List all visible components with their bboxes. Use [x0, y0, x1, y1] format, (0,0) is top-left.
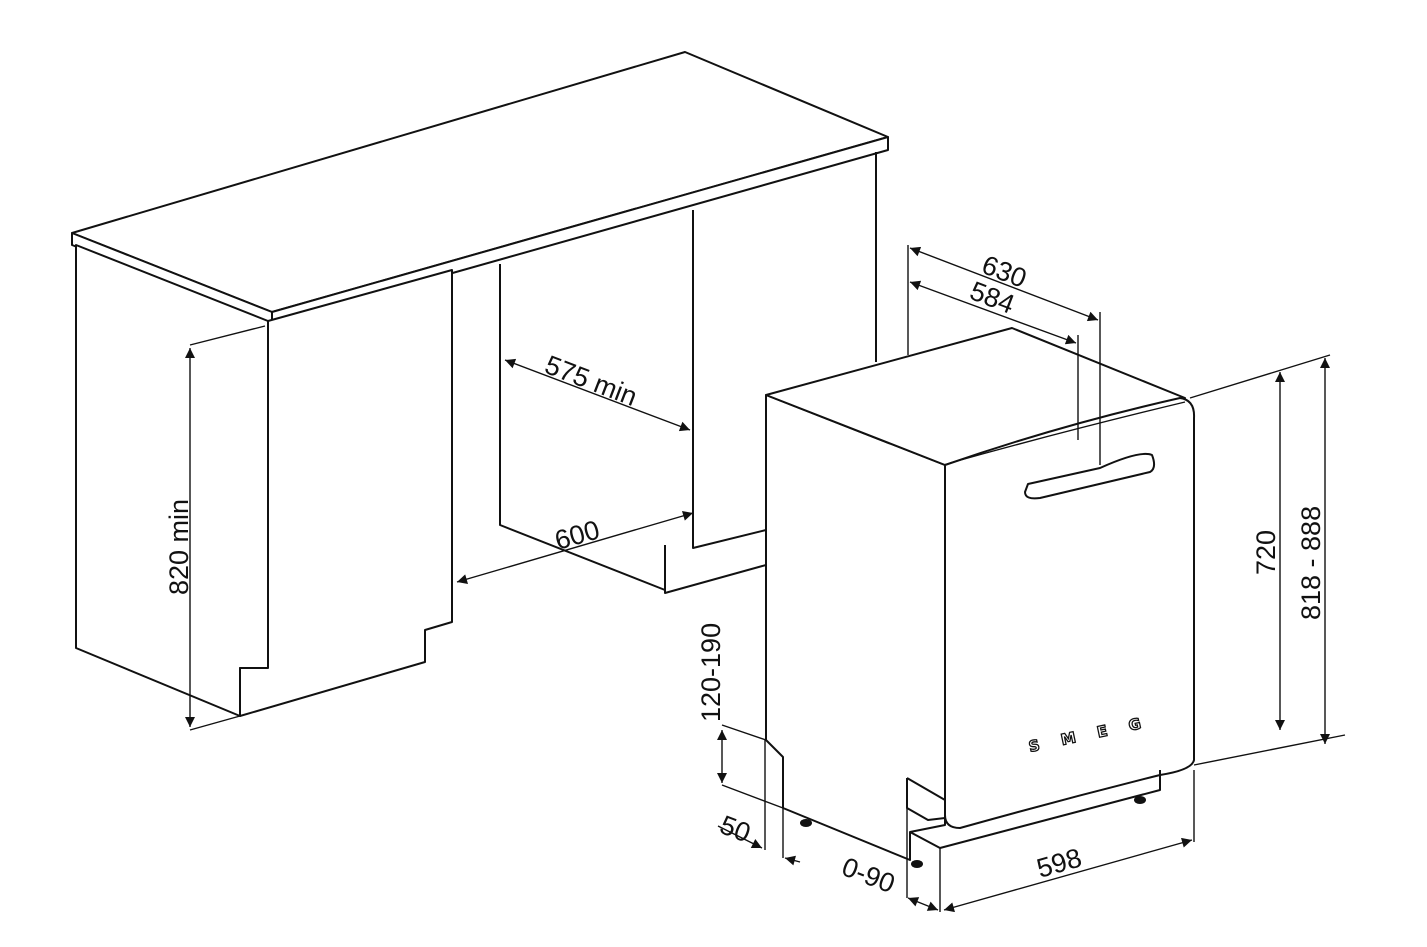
kitchen-cabinets: [71, 51, 889, 717]
dim-appliance-width: 598: [1033, 843, 1085, 884]
dim-cabinet-height: 820 min: [164, 499, 194, 595]
dim-plinth-setback: 50: [716, 810, 755, 849]
dim-niche-depth: 575 min: [541, 350, 641, 412]
dimension-lines: [185, 245, 1346, 913]
dishwasher-side: [765, 394, 946, 861]
control-strip: [949, 401, 1186, 464]
dim-appliance-height: 720: [1251, 530, 1281, 575]
dim-installed-height: 818 - 888: [1296, 506, 1326, 620]
dishwasher-door: [944, 397, 1196, 829]
dim-door-offset: 0-90: [838, 852, 899, 899]
dishwasher-top: [765, 327, 1186, 466]
foot: [911, 860, 923, 868]
dishwasher-plinth: [909, 770, 1161, 849]
left-cabinet-side: [75, 244, 269, 717]
door-handle: [1024, 452, 1156, 500]
foot: [800, 819, 812, 827]
dim-niche-width: 600: [551, 515, 603, 556]
dishwasher: SMEG: [765, 327, 1196, 868]
plinth-block: [906, 777, 946, 821]
right-cabinet-side: [692, 210, 767, 549]
niche-plinth: [664, 545, 767, 594]
dim-plinth-height: 120-190: [696, 623, 726, 722]
foot: [1134, 796, 1146, 804]
left-cabinet-front: [239, 269, 453, 717]
